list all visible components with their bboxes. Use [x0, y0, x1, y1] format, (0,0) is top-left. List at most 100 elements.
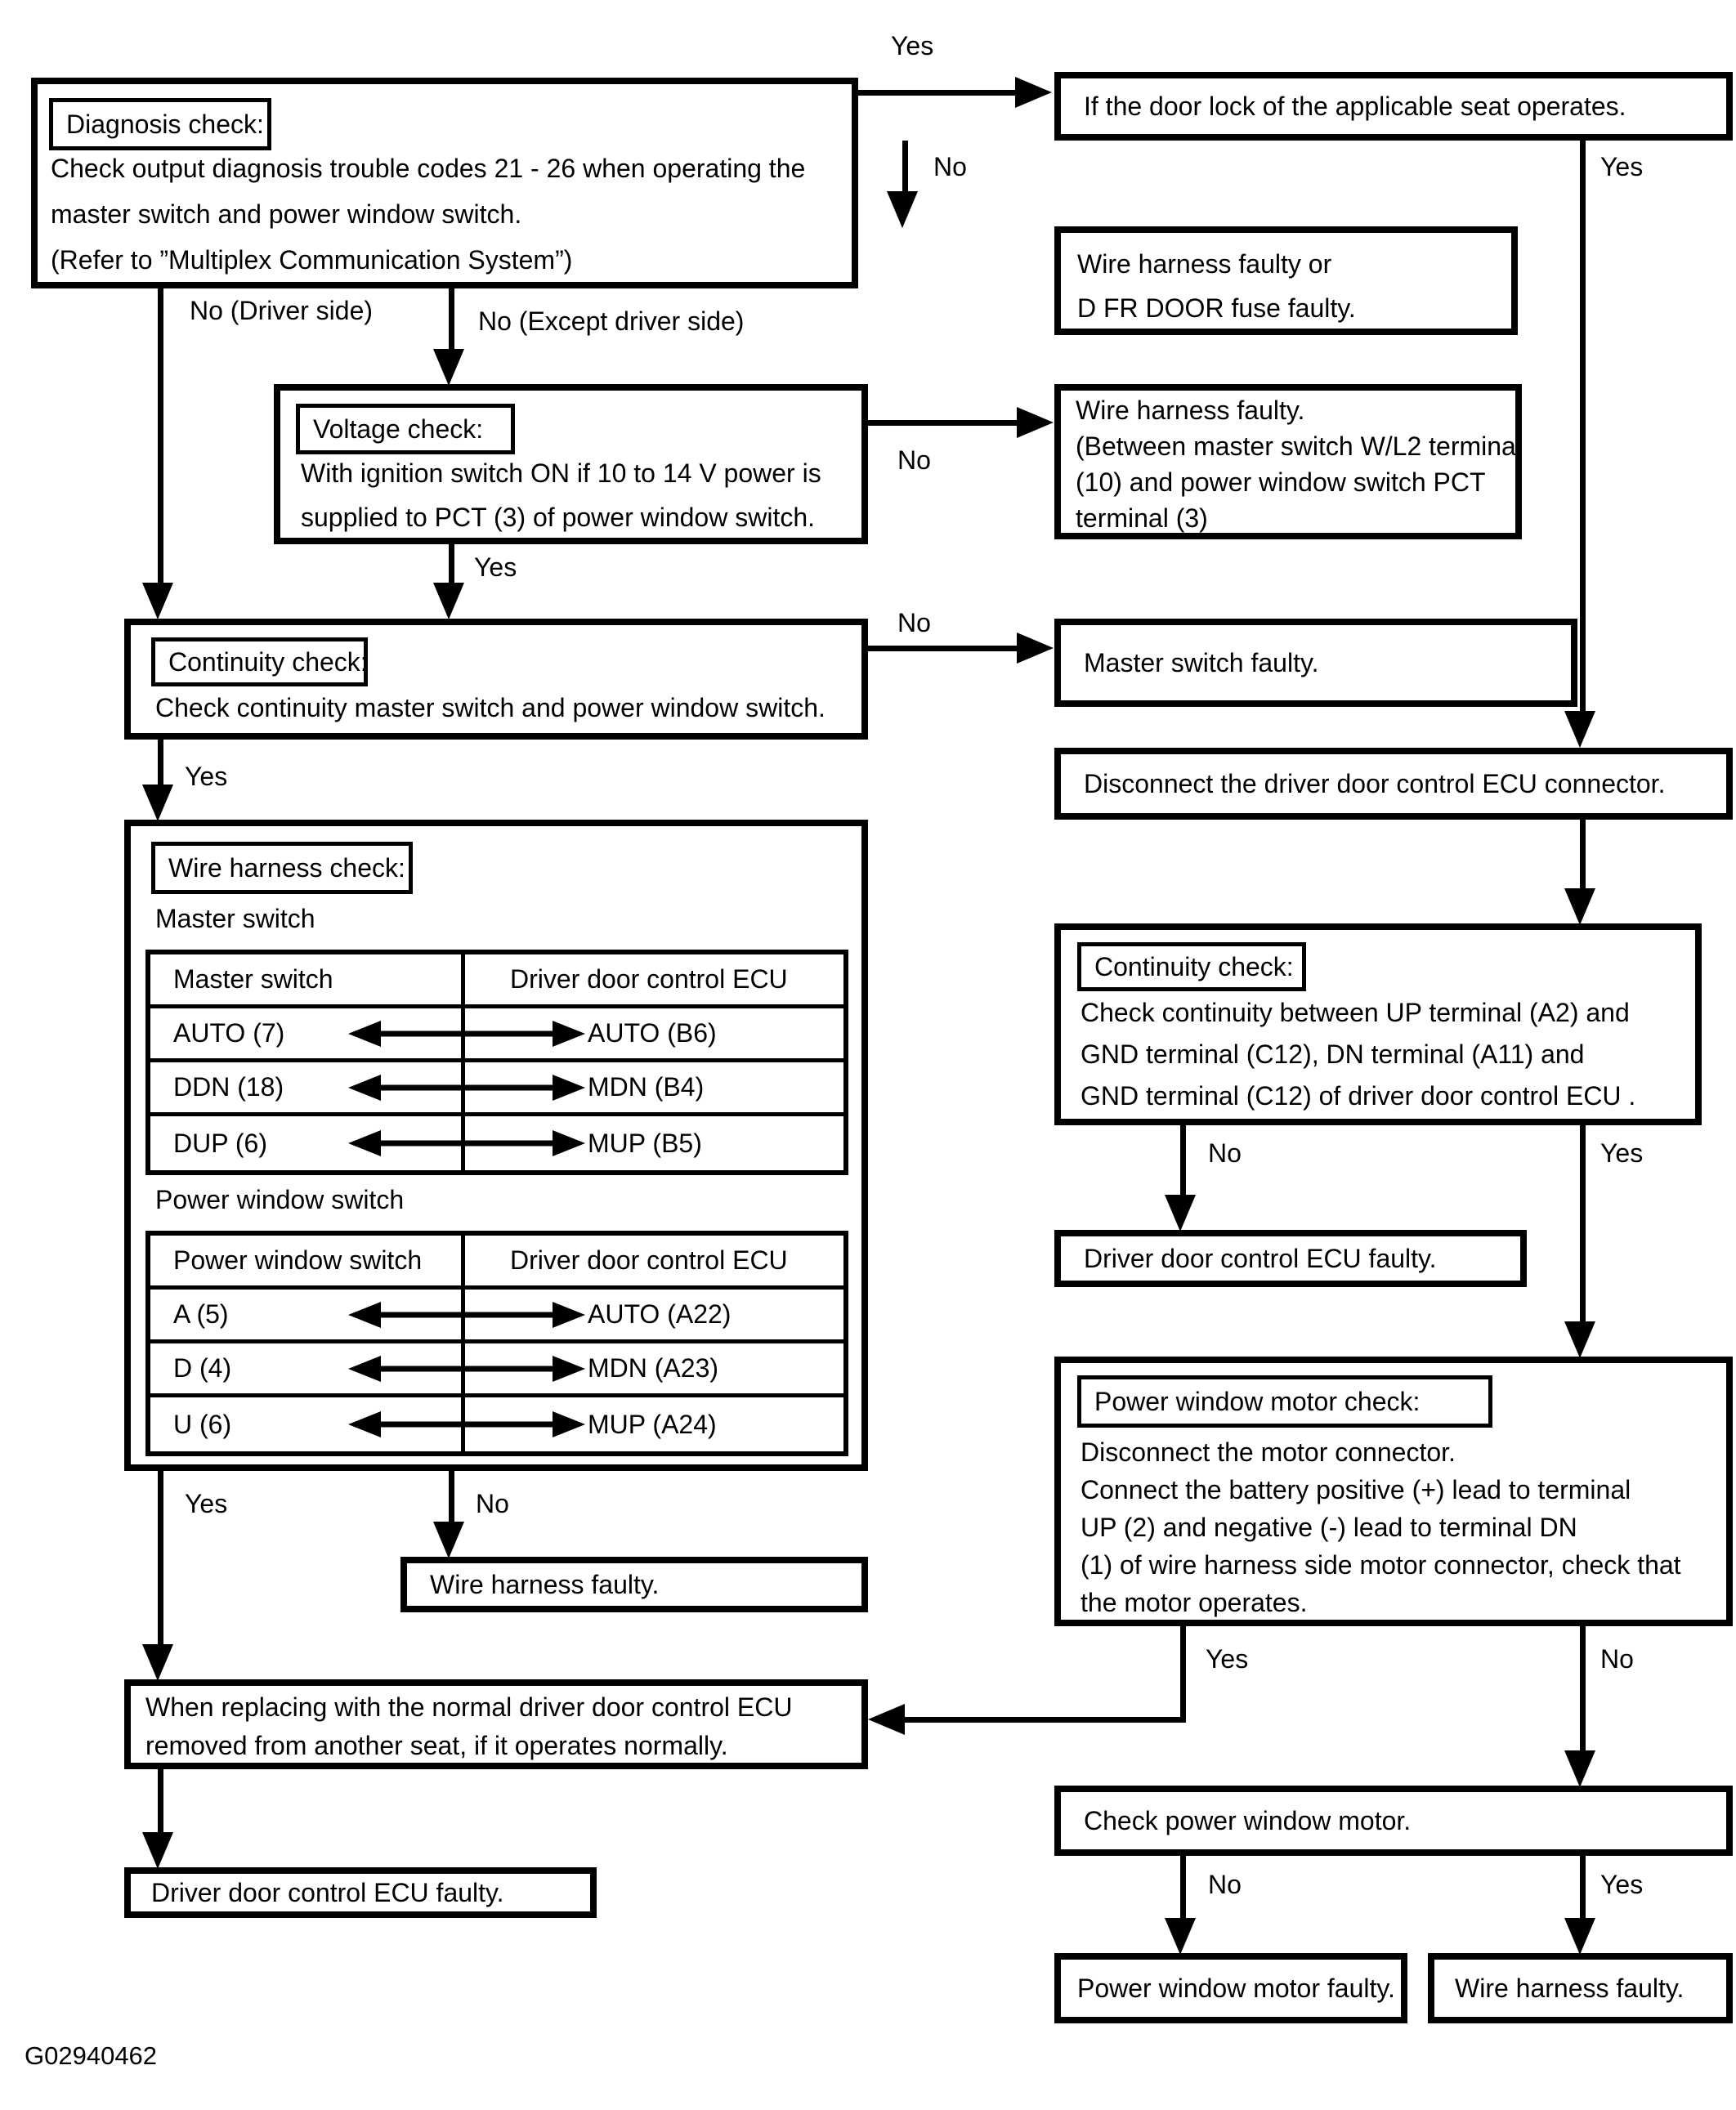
wire-harness-or-fuse-faulty-box: [1054, 226, 1518, 335]
table-row: DDN (18) MDN (B4): [150, 1062, 843, 1116]
text-line: GND terminal (C12), DN terminal (A11) an…: [1081, 1039, 1585, 1069]
table-header-row: Power window switch Driver door control …: [150, 1236, 843, 1290]
arrowhead-down-icon: [1564, 711, 1595, 748]
arrowhead-down-icon: [142, 785, 173, 821]
edge-label-no: No: [476, 1489, 509, 1518]
bidirectional-arrow-icon: [348, 1018, 585, 1049]
bidirectional-arrow-icon: [348, 1072, 585, 1103]
table-row: DUP (6) MUP (B5): [150, 1116, 843, 1170]
when-replacing-ecu-box: [124, 1679, 868, 1769]
door-lock-check-box: If the door lock of the applicable seat …: [1054, 72, 1733, 141]
edge-label-yes: Yes: [185, 1489, 228, 1518]
voltage-check-label: Voltage check:: [296, 404, 515, 454]
edge-label-no: No: [1600, 1644, 1634, 1674]
text-line: UP (2) and negative (-) lead to terminal…: [1081, 1513, 1577, 1542]
edge-label-no-except-driver-side: No (Except driver side): [478, 306, 745, 336]
connector-line: [902, 141, 908, 191]
arrowhead-down-icon: [433, 349, 464, 386]
connector-line: [868, 646, 1017, 651]
arrowhead-down-icon: [1564, 1750, 1595, 1787]
text-line: supplied to PCT (3) of power window swit…: [301, 503, 816, 532]
connector-line: [1580, 1626, 1586, 1750]
master-switch-faulty-box: Master switch faulty.: [1054, 619, 1577, 707]
connector-line: [449, 1471, 454, 1522]
arrowhead-down-icon: [1165, 1918, 1196, 1955]
arrowhead-down-icon: [887, 191, 918, 228]
continuity-check-ecu-label: Continuity check:: [1077, 942, 1306, 991]
edge-label-no: No: [1208, 1138, 1242, 1168]
arrowhead-down-icon: [433, 583, 464, 619]
bidirectional-arrow-icon: [348, 1409, 585, 1440]
arrowhead-down-icon: [142, 1832, 173, 1869]
edge-label-yes: Yes: [1206, 1644, 1249, 1674]
connector-line: [449, 288, 454, 349]
text-line: (Between master switch W/L2 terminal: [1076, 431, 1522, 461]
diagnosis-check-label: Diagnosis check:: [49, 98, 271, 150]
text-line: When replacing with the normal driver do…: [145, 1692, 793, 1722]
text-line: With ignition switch ON if 10 to 14 V po…: [301, 458, 821, 488]
text-line: (10) and power window switch PCT: [1076, 467, 1486, 497]
continuity-check-ecu-body: Check continuity between UP terminal (A2…: [1081, 992, 1635, 1117]
master-switch-table: Master switch Driver door control ECU AU…: [145, 950, 848, 1175]
power-window-motor-check-body: Disconnect the motor connector. Connect …: [1081, 1433, 1681, 1621]
power-window-switch-caption: Power window switch: [155, 1185, 405, 1214]
table-row: D (4) MDN (A23): [150, 1343, 843, 1397]
wire-harness-or-fuse-faulty-body: Wire harness faulty or D FR DOOR fuse fa…: [1077, 242, 1356, 330]
table-header-row: Master switch Driver door control ECU: [150, 954, 843, 1008]
text-line: the motor operates.: [1081, 1588, 1308, 1617]
arrowhead-right-icon: [1017, 407, 1054, 438]
arrowhead-down-icon: [1564, 1321, 1595, 1358]
arrowhead-down-icon: [142, 1644, 173, 1681]
arrowhead-left-icon: [868, 1704, 905, 1735]
text-line: master switch and power window switch.: [51, 199, 522, 229]
diagnosis-check-body: Check output diagnosis trouble codes 21 …: [51, 145, 805, 283]
connector-line: [158, 1471, 163, 1644]
arrowhead-down-icon: [1564, 888, 1595, 925]
edge-label-no: No: [933, 152, 967, 181]
table-row: AUTO (7) AUTO (B6): [150, 1008, 843, 1062]
table-header-cell: Driver door control ECU: [510, 964, 788, 994]
text-line: Check continuity between UP terminal (A2…: [1081, 998, 1630, 1027]
arrowhead-down-icon: [1564, 1918, 1595, 1955]
table-row: A (5) AUTO (A22): [150, 1290, 843, 1343]
connector-line: [1180, 1626, 1186, 1723]
connector-line: [868, 420, 1017, 426]
arrowhead-down-icon: [433, 1522, 464, 1558]
power-window-motor-check-label: Power window motor check:: [1077, 1375, 1492, 1428]
wire-harness-check-label: Wire harness check:: [151, 842, 413, 894]
connector-line: [449, 544, 454, 583]
edge-label-yes: Yes: [1600, 1138, 1644, 1168]
arrowhead-down-icon: [142, 583, 173, 619]
edge-label-no: No: [897, 608, 931, 637]
master-switch-caption: Master switch: [155, 904, 315, 933]
table-cell: AUTO (A22): [588, 1299, 732, 1329]
voltage-check-body: With ignition switch ON if 10 to 14 V po…: [301, 451, 821, 539]
connector-line: [1580, 1125, 1586, 1321]
wire-harness-faulty-between-body: Wire harness faulty. (Between master swi…: [1076, 392, 1522, 536]
connector-line: [158, 1769, 163, 1832]
bidirectional-arrow-icon: [348, 1128, 585, 1159]
table-header-cell: Master switch: [150, 954, 465, 1004]
edge-label-yes: Yes: [1600, 152, 1644, 181]
text-line: GND terminal (C12) of driver door contro…: [1081, 1081, 1636, 1111]
text-line: (1) of wire harness side motor connector…: [1081, 1550, 1681, 1580]
text-line: (Refer to ”Multiplex Communication Syste…: [51, 245, 573, 275]
wire-harness-faulty-mid-box: Wire harness faulty.: [400, 1557, 868, 1612]
text-line: terminal (3): [1076, 503, 1208, 533]
edge-label-yes: Yes: [185, 762, 228, 791]
check-power-window-motor-box: Check power window motor.: [1054, 1786, 1733, 1856]
bidirectional-arrow-icon: [348, 1299, 585, 1330]
text-line: Connect the battery positive (+) lead to…: [1081, 1475, 1631, 1504]
text-line: Wire harness faulty.: [1076, 396, 1305, 425]
figure-code: G02940462: [25, 2041, 158, 2070]
arrowhead-down-icon: [1165, 1195, 1196, 1232]
text-line: Disconnect the motor connector.: [1081, 1437, 1456, 1467]
text-line: removed from another seat, if it operate…: [145, 1731, 728, 1760]
ecu-faulty-right-box: Driver door control ECU faulty.: [1054, 1230, 1527, 1287]
table-cell: MDN (B4): [588, 1072, 705, 1102]
table-cell: MUP (B5): [588, 1128, 702, 1158]
power-window-switch-table: Power window switch Driver door control …: [145, 1231, 848, 1456]
wire-harness-faulty-bottom-box: Wire harness faulty.: [1428, 1953, 1733, 2023]
arrowhead-right-icon: [1015, 77, 1052, 108]
wire-harness-faulty-between-box: [1054, 384, 1522, 539]
